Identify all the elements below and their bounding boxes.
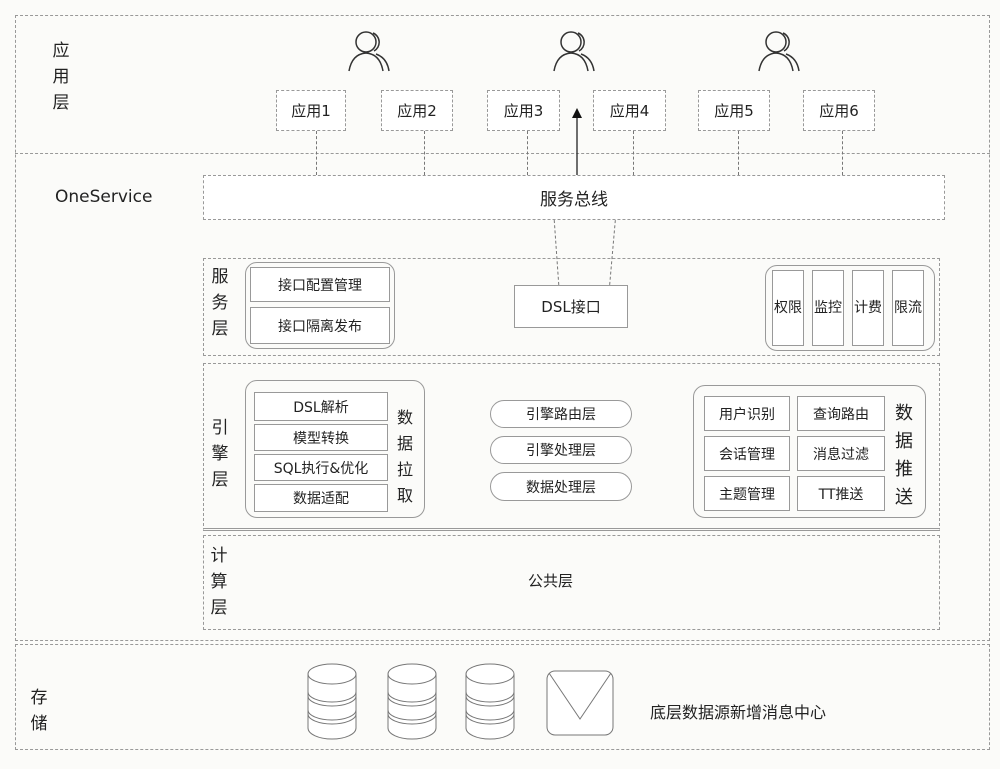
session-management: 会话管理 bbox=[704, 436, 790, 471]
governance-group bbox=[765, 265, 935, 351]
public-layer: 公共层 bbox=[528, 572, 574, 590]
data-pull-label: 数据拉取 bbox=[396, 408, 413, 505]
app-box-5: 应用5 bbox=[698, 90, 770, 131]
users-icon bbox=[553, 31, 595, 72]
database-icon bbox=[307, 663, 357, 740]
envelope-icon bbox=[546, 670, 614, 736]
engine-processing-layer: 引擎处理层 bbox=[490, 436, 632, 464]
app-box-1: 应用1 bbox=[276, 90, 346, 131]
rate-limiting: 限流 bbox=[892, 270, 924, 346]
dsl-interface: DSL接口 bbox=[514, 285, 628, 328]
compute-layer bbox=[203, 535, 940, 630]
data-pull-group bbox=[245, 380, 425, 518]
query-routing: 查询路由 bbox=[797, 396, 885, 431]
service-layer bbox=[203, 258, 940, 356]
data-adaptation: 数据适配 bbox=[254, 484, 388, 512]
app-box-2: 应用2 bbox=[381, 90, 453, 131]
users-icon bbox=[758, 31, 800, 72]
connector bbox=[424, 131, 425, 175]
data-processing-layer: 数据处理层 bbox=[490, 472, 632, 501]
connector bbox=[738, 131, 739, 175]
billing: 计费 bbox=[852, 270, 884, 346]
engine-layer bbox=[203, 363, 940, 531]
oneservice-frame bbox=[15, 15, 990, 641]
tt-push: TT推送 bbox=[797, 476, 885, 511]
database-icon bbox=[387, 663, 437, 740]
compute-layer-label: 计算层 bbox=[210, 546, 228, 618]
storage-layer bbox=[15, 644, 990, 750]
message-center-label: 底层数据源新增消息中心 bbox=[650, 703, 827, 722]
user-identification: 用户识别 bbox=[704, 396, 790, 431]
topic-management: 主题管理 bbox=[704, 476, 790, 511]
data-push-label: 数据推送 bbox=[895, 403, 913, 508]
users-icon bbox=[348, 31, 390, 72]
permission: 权限 bbox=[772, 270, 804, 346]
engine-layer-label: 引擎层 bbox=[211, 418, 229, 490]
connector bbox=[633, 131, 634, 175]
interface-config-management: 接口配置管理 bbox=[250, 267, 390, 302]
app-layer-label: 应用层 bbox=[52, 41, 70, 113]
interface-management-group bbox=[245, 262, 395, 349]
arrow-up-icon bbox=[572, 108, 582, 176]
storage-label: 存储 bbox=[30, 688, 48, 734]
engine-routing-layer: 引擎路由层 bbox=[490, 400, 632, 428]
data-push-group bbox=[693, 385, 926, 518]
monitoring: 监控 bbox=[812, 270, 844, 346]
sql-execution-optimization: SQL执行&优化 bbox=[254, 454, 388, 481]
model-conversion: 模型转换 bbox=[254, 424, 388, 451]
oneservice-label: OneService bbox=[55, 187, 153, 207]
dsl-parsing: DSL解析 bbox=[254, 392, 388, 421]
service-bus: 服务总线 bbox=[203, 175, 945, 220]
database-icon bbox=[465, 663, 515, 740]
interface-isolation-release: 接口隔离发布 bbox=[250, 307, 390, 344]
message-filtering: 消息过滤 bbox=[797, 436, 885, 471]
connector bbox=[527, 131, 528, 175]
app-box-4: 应用4 bbox=[593, 90, 666, 131]
app-layer-divider bbox=[15, 153, 990, 154]
app-box-6: 应用6 bbox=[803, 90, 875, 131]
connector bbox=[316, 131, 317, 175]
app-box-3: 应用3 bbox=[487, 90, 560, 131]
connector bbox=[842, 131, 843, 175]
service-layer-label: 服务层 bbox=[211, 267, 229, 339]
